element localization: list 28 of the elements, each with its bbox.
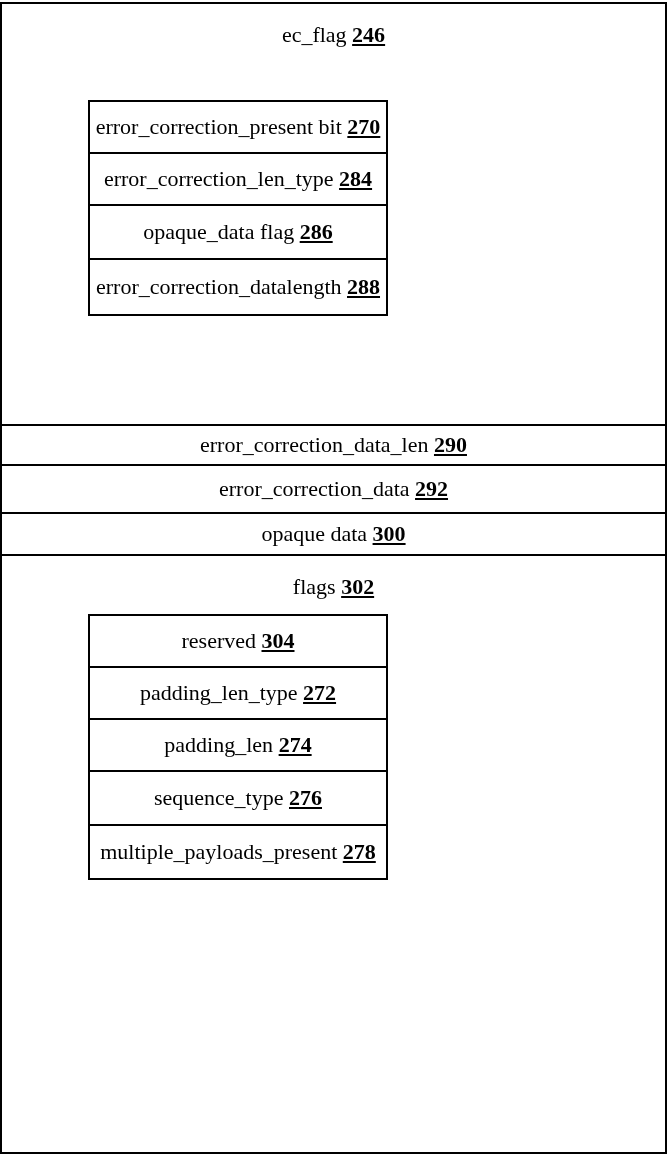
field-group-box [0,554,667,1154]
field-box [88,770,388,826]
field-box [88,258,388,316]
field-box [0,424,667,466]
field-label: sequence_type 276 [153,785,323,811]
field-label: error_correction_datalength 288 [94,274,381,300]
field-box [88,614,388,668]
field-box [88,152,388,206]
field-label: opaque data 300 [260,521,407,547]
field-box [88,718,388,772]
field-label: ec_flag 246 [280,22,387,48]
field-label: opaque_data flag 286 [142,219,334,245]
field-label: flags 302 [291,574,376,600]
field-label: error_correction_data_len 290 [199,432,468,458]
field-group-box [0,2,667,426]
field-box [0,464,667,514]
field-label: error_correction_present bit 270 [94,114,382,140]
field-label: error_correction_data 292 [217,476,450,502]
field-label: padding_len 274 [163,732,313,758]
field-label: multiple_payloads_present 278 [99,839,377,865]
field-label: error_correction_len_type 284 [102,166,374,192]
field-box [88,666,388,720]
field-label: padding_len_type 272 [138,680,338,706]
field-box [88,100,388,154]
field-box [88,824,388,880]
field-box [0,512,667,556]
field-box [88,204,388,260]
field-label: reserved 304 [180,628,296,654]
